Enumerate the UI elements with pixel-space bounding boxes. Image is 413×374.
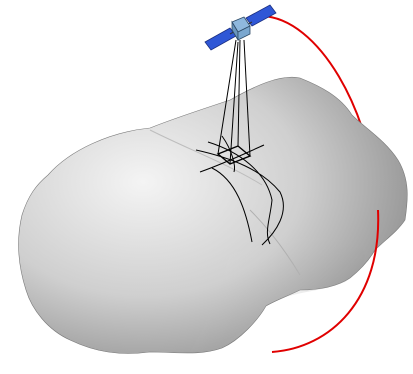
solar-panel-left [205, 28, 236, 50]
satellite-icon [205, 5, 276, 50]
